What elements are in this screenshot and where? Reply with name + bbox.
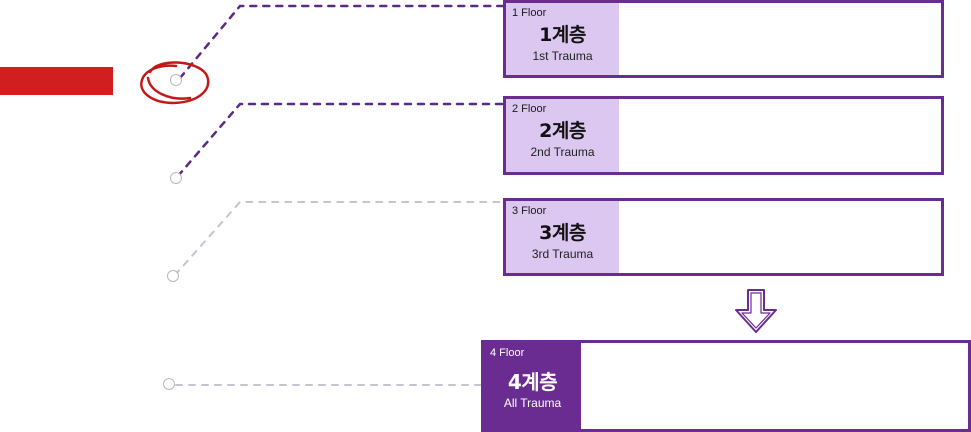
floor-subtitle: 1st Trauma (532, 48, 593, 63)
floor-subtitle: 3rd Trauma (531, 246, 594, 261)
floor-card-3[interactable]: 3 Floor 3계층 3rd Trauma (503, 198, 944, 276)
floor-title: 3계층 (539, 221, 586, 244)
floor-label-4: 4 Floor 4계층 All Trauma (484, 343, 581, 429)
floor-content-3 (619, 201, 941, 273)
floor-label-1: 1 Floor 1계층 1st Trauma (506, 3, 619, 75)
floor-subtitle: 2nd Trauma (530, 145, 595, 159)
timeline-node-3[interactable] (167, 270, 179, 282)
floor-tag: 1 Floor (512, 7, 547, 19)
timeline-node-2[interactable] (170, 172, 182, 184)
floor-label-2: 2 Floor 2계층 2nd Trauma (506, 99, 619, 172)
floor-subtitle: All Trauma (503, 395, 562, 410)
floor-title: 2계층 (539, 120, 586, 142)
floor-label-3: 3 Floor 3계층 3rd Trauma (506, 201, 619, 273)
floor-tag: 4 Floor (490, 347, 525, 359)
floor-title: 4계층 (507, 369, 558, 394)
timeline-node-1[interactable] (170, 74, 182, 86)
floor-content-2 (619, 99, 941, 172)
floor-card-4[interactable]: 4 Floor 4계층 All Trauma (481, 340, 971, 432)
floor-card-2[interactable]: 2 Floor 2계층 2nd Trauma (503, 96, 944, 175)
timeline-node-4[interactable] (163, 378, 175, 390)
floor-content-4 (581, 343, 968, 429)
floor-card-1[interactable]: 1 Floor 1계층 1st Trauma (503, 0, 944, 78)
floor-tag: 3 Floor (512, 205, 547, 217)
floor-tag: 2 Floor (512, 103, 547, 115)
floor-title: 1계층 (539, 23, 586, 46)
floor-content-1 (619, 3, 941, 75)
highlight-red-bar (0, 67, 113, 95)
down-arrow-icon (735, 289, 777, 333)
